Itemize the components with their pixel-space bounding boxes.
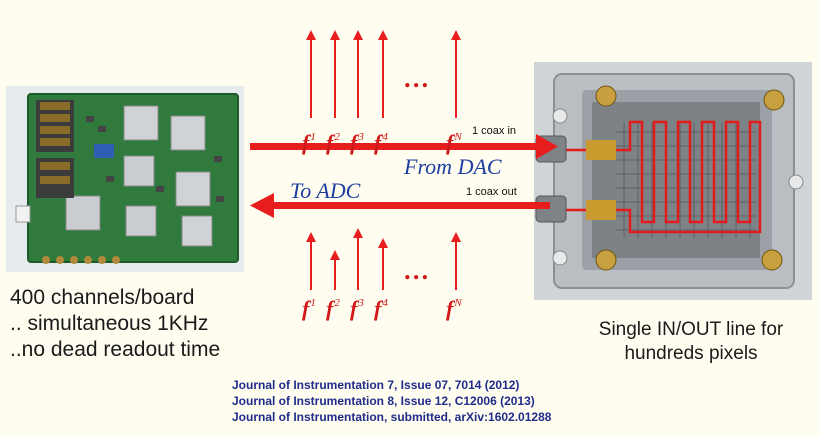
tone-ellipsis-bottom: …	[404, 256, 433, 286]
tone-label-top-2: f2	[326, 130, 340, 156]
tone-label-bottom-n: fN	[446, 296, 462, 322]
detector-caption-line-2: hundreds pixels	[576, 342, 806, 366]
reference-3: Journal of Instrumentation, submitted, a…	[232, 410, 652, 425]
to-adc-label: To ADC	[290, 178, 360, 204]
tone-label-bottom-3: f3	[350, 296, 364, 322]
tone-ellipsis-top: …	[404, 64, 433, 94]
board-caption-line-1: 400 channels/board	[10, 285, 330, 311]
output-tone-arrows	[306, 228, 461, 290]
board-caption: 400 channels/board .. simultaneous 1KHz …	[10, 285, 330, 363]
board-caption-line-3: ..no dead readout time	[10, 337, 330, 363]
coax-out-label: 1 coax out	[466, 186, 517, 198]
tone-label-top-n: fN	[446, 130, 462, 156]
detector-caption: Single IN/OUT line for hundreds pixels	[576, 318, 806, 366]
tone-label-bottom-4: f4	[374, 296, 388, 322]
reference-2: Journal of Instrumentation 8, Issue 12, …	[232, 394, 652, 409]
tone-label-top-1: f1	[302, 130, 316, 156]
detector-caption-line-1: Single IN/OUT line for	[576, 318, 806, 342]
tone-label-top-4: f4	[374, 130, 388, 156]
input-tone-arrows	[306, 30, 461, 118]
reference-1: Journal of Instrumentation 7, Issue 07, …	[232, 378, 652, 393]
tone-label-top-3: f3	[350, 130, 364, 156]
coax-in-label: 1 coax in	[472, 125, 516, 137]
board-caption-line-2: .. simultaneous 1KHz	[10, 311, 330, 337]
from-dac-label: From DAC	[404, 154, 502, 180]
